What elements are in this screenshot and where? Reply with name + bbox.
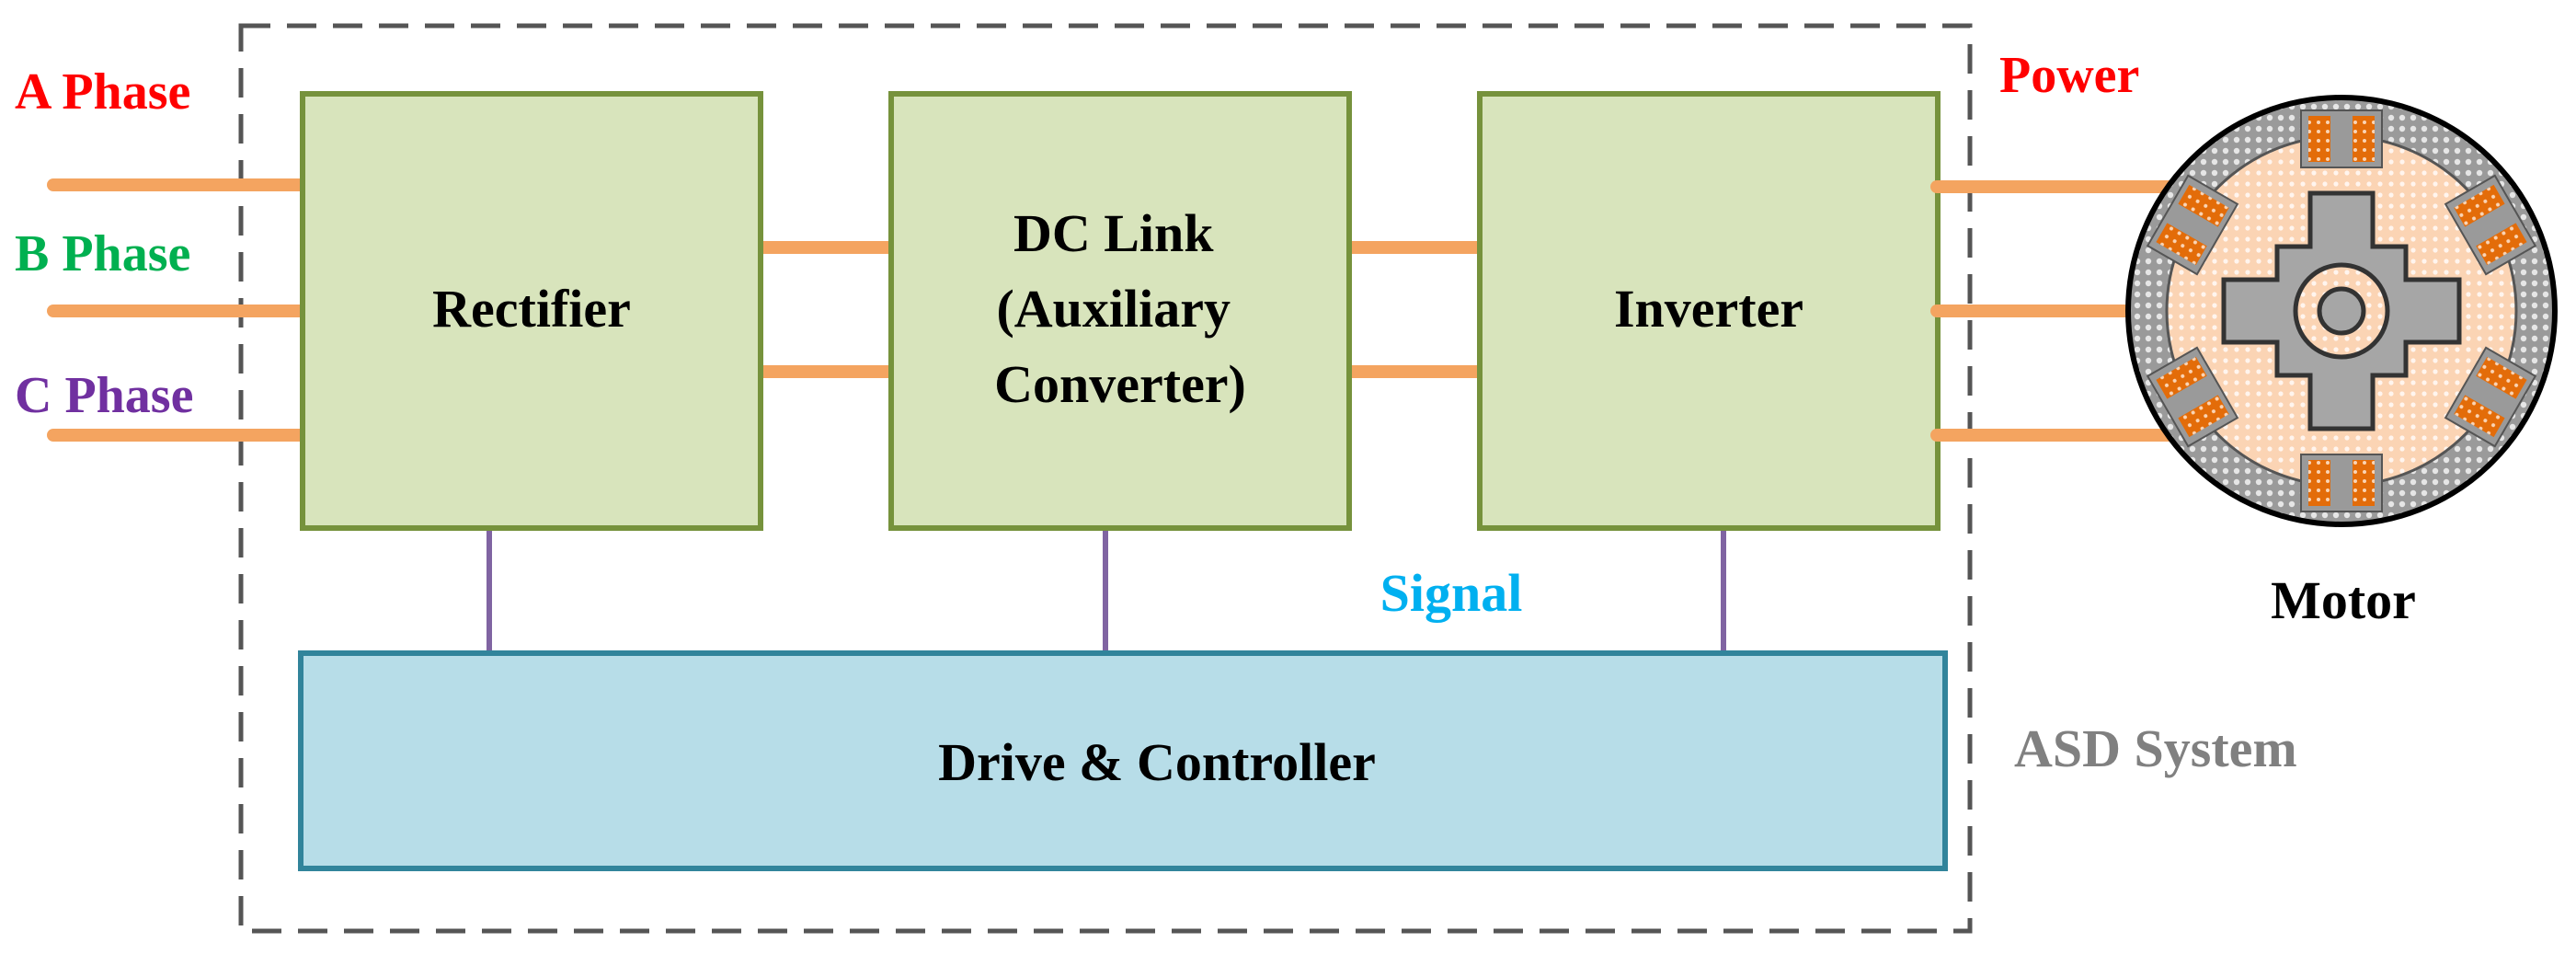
dc-link-line-1: DC Link — [1013, 203, 1214, 263]
drive-controller-label: Drive & Controller — [938, 732, 1376, 792]
phase-c-label: C Phase — [15, 367, 193, 424]
dc-link-label: DC Link (Auxiliary Converter) — [994, 203, 1246, 414]
asd-system-boundary — [238, 23, 1973, 934]
motor-label: Motor — [2271, 570, 2416, 630]
rectifier-block — [300, 91, 763, 531]
dc-bus-lines — [753, 241, 1487, 378]
asd-system-label: ASD System — [2014, 718, 2297, 778]
rectifier-label: Rectifier — [432, 279, 631, 339]
inverter-label: Inverter — [1614, 279, 1803, 339]
phase-b-label: B Phase — [15, 225, 190, 282]
phase-input-lines — [47, 178, 310, 442]
motor-stator-slots — [2146, 109, 2537, 512]
dc-link-line-3: Converter) — [994, 354, 1246, 414]
drive-controller-block — [298, 650, 1948, 871]
dc-link-block — [888, 91, 1352, 531]
signal-lines — [487, 526, 1726, 653]
signal-label: Signal — [1380, 563, 1523, 623]
phase-a-label: A Phase — [15, 63, 190, 121]
power-label: Power — [1999, 47, 2139, 104]
motor-shaft — [2317, 286, 2366, 336]
dc-link-line-2: (Auxiliary — [996, 279, 1231, 339]
motor-icon — [2125, 95, 2558, 527]
